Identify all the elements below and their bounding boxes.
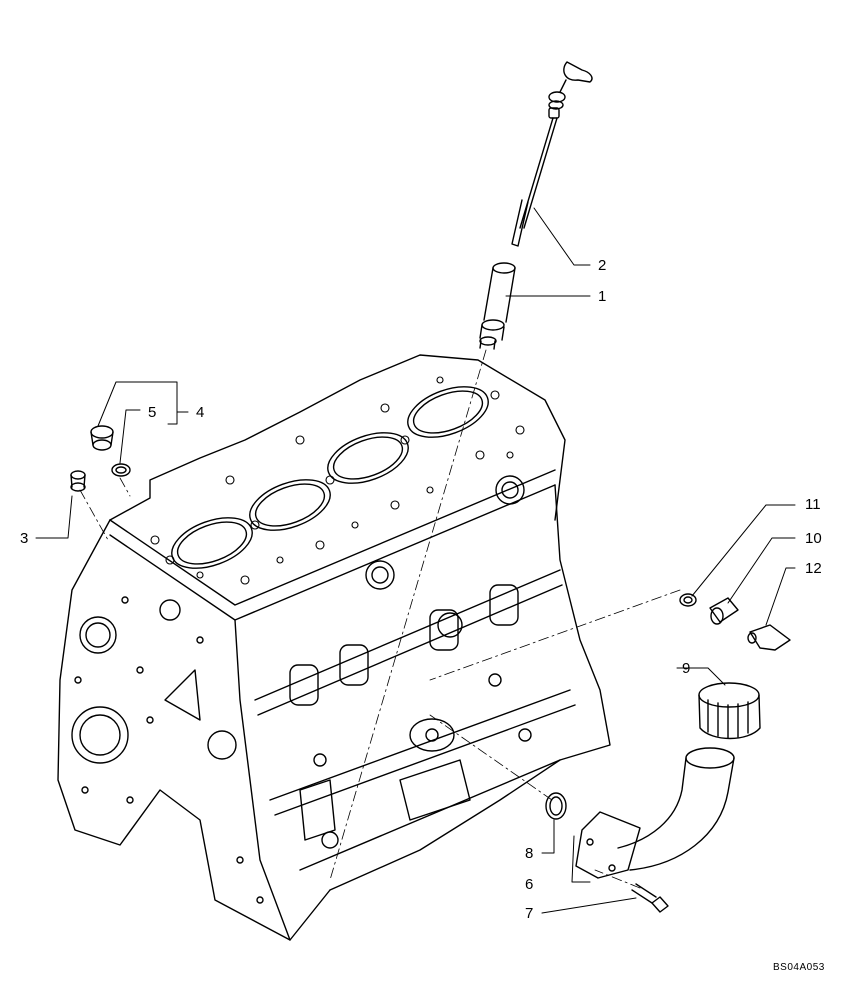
- bolt: [631, 883, 669, 913]
- oil-filler-cap: [698, 682, 761, 740]
- callout-10: 10: [805, 530, 822, 547]
- callout-1: 1: [598, 288, 607, 305]
- callout-9: 9: [682, 660, 691, 677]
- deck-holes: [150, 376, 525, 585]
- crankcase-details: [289, 475, 532, 849]
- callout-6: 6: [525, 876, 534, 893]
- callout-8: 8: [525, 845, 534, 862]
- callout-7: 7: [525, 905, 534, 922]
- o-ring: [545, 792, 567, 820]
- plug-and-washer: [90, 425, 131, 477]
- callout-5: 5: [148, 404, 157, 421]
- callout-11: 11: [805, 496, 821, 513]
- callout-3: 3: [20, 530, 29, 547]
- dipstick: [511, 61, 593, 247]
- dowel-pin: [70, 470, 86, 492]
- sensor-assembly: [679, 593, 791, 651]
- figure-reference: BS04A053: [773, 962, 825, 973]
- callout-leaders: [35, 207, 796, 914]
- cylinder-block: [57, 354, 611, 941]
- assembly-centerlines: [79, 349, 681, 889]
- front-face-features: [71, 596, 264, 904]
- callout-2: 2: [598, 257, 607, 274]
- callout-4: 4: [196, 404, 205, 421]
- callout-12: 12: [805, 560, 822, 577]
- oil-filler-neck: [575, 747, 735, 879]
- dipstick-tube: [479, 262, 516, 350]
